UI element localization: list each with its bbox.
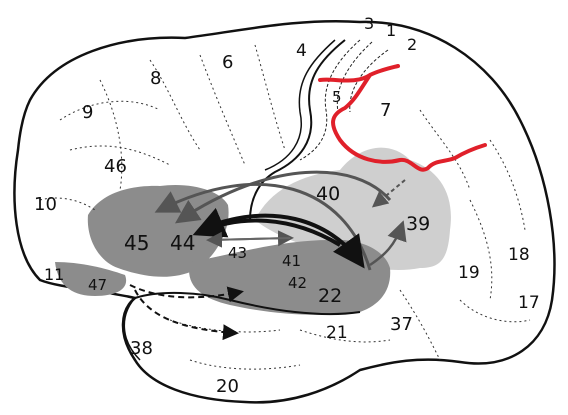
area-label-18: 18	[508, 245, 530, 265]
area-labels: 3 1 2 4 5 6 7 8 9 10 11 17 18 19 20 21 2…	[34, 14, 540, 397]
sulci-texture	[39, 44, 531, 370]
area-label-7: 7	[380, 100, 391, 121]
area-label-47: 47	[88, 276, 107, 294]
area-label-46: 46	[104, 156, 127, 177]
area-label-37: 37	[390, 314, 413, 335]
postcentral-line-1	[299, 39, 361, 161]
area-label-3: 3	[364, 14, 374, 33]
area-label-8: 8	[150, 68, 161, 89]
area-label-6: 6	[222, 52, 233, 73]
area-label-1: 1	[386, 21, 396, 40]
postcentral-line-3	[349, 49, 389, 113]
area-label-10: 10	[34, 194, 57, 215]
area-label-44: 44	[170, 231, 195, 255]
area-label-40: 40	[316, 183, 340, 205]
region-orbital-47-11	[55, 262, 127, 296]
central-sulcus-inner	[264, 39, 336, 171]
area-label-5: 5	[332, 88, 342, 106]
area-label-4: 4	[296, 41, 307, 61]
area-label-42: 42	[288, 274, 307, 292]
temporal-pole-outline	[123, 297, 141, 361]
area-label-2: 2	[407, 35, 417, 54]
area-label-17: 17	[518, 293, 540, 313]
area-label-38: 38	[130, 338, 153, 359]
central-sulcus	[249, 39, 346, 221]
area-label-20: 20	[216, 376, 239, 397]
area-label-43: 43	[228, 244, 247, 262]
area-label-39: 39	[406, 213, 430, 235]
area-label-11: 11	[44, 265, 64, 284]
area-label-41: 41	[282, 252, 301, 270]
area-label-9: 9	[82, 102, 93, 123]
area-label-21: 21	[326, 323, 348, 343]
area-label-19: 19	[458, 263, 480, 283]
fiber-arrows	[129, 170, 407, 341]
area-label-45: 45	[124, 231, 149, 255]
area-label-22: 22	[318, 285, 342, 307]
parietal-boundary-red	[318, 64, 487, 172]
